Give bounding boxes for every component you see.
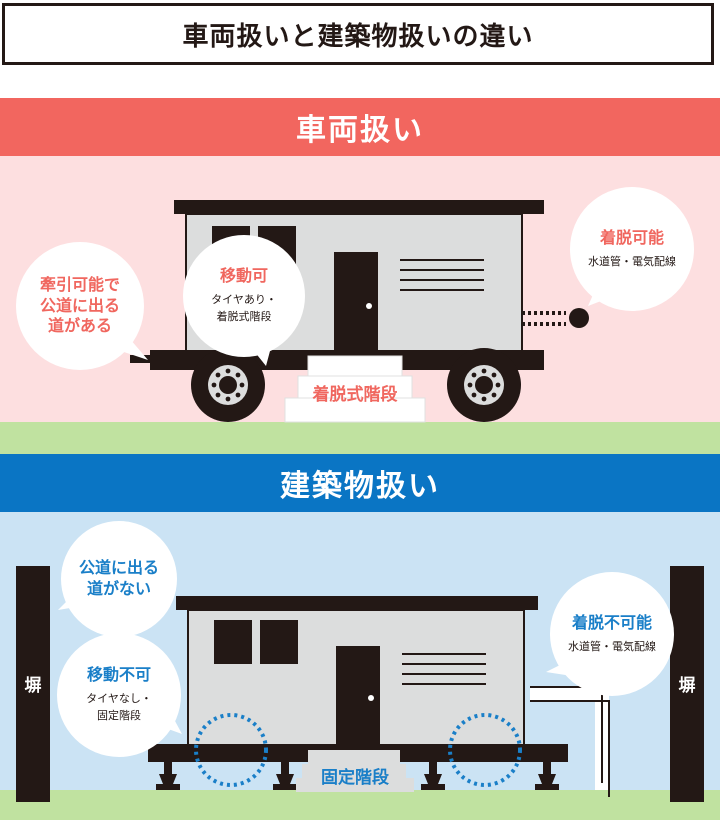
nomove-main: 移動不可 [86, 665, 151, 684]
move-sub-2: 着脱式階段 [216, 310, 272, 324]
building-vent [402, 653, 486, 685]
building-window-left [214, 620, 252, 664]
nomove-sub-1: タイヤなし・ [86, 691, 152, 705]
bubble-detach: 着脱可能 水道管・電気配線 [570, 187, 694, 311]
tow-bar [130, 355, 154, 363]
detach-sub: 水道管・電気配線 [588, 254, 676, 268]
vehicle-wheel-left [191, 348, 265, 422]
tow-line-3: 道がある [47, 316, 112, 336]
vehicle-ground [0, 422, 720, 454]
jack-stands [156, 762, 559, 790]
vehicle-steps [284, 355, 426, 423]
vehicle-roof [174, 200, 544, 214]
wall-right-label: 塀 [678, 676, 696, 696]
page-title: 車両扱いと建築物扱いの違い [2, 3, 714, 65]
vehicle-section-title: 車両扱い [0, 98, 720, 156]
vehicle-steps-label: 着脱式階段 [312, 385, 398, 405]
bubble-nodetach: 着脱不可能 水道管・電気配線 [550, 572, 674, 696]
building-section-title: 建築物扱い [0, 454, 720, 512]
building-steps-label: 固定階段 [321, 768, 389, 788]
vehicle-door-knob [366, 303, 372, 309]
move-sub-1: タイヤあり・ [211, 292, 277, 306]
vehicle-illustration [16, 187, 694, 423]
bubble-road: 公道に出る 道がない [63, 523, 175, 635]
bubble-move: 移動可 タイヤあり・ 着脱式階段 [183, 235, 305, 357]
utility-connector [522, 308, 589, 328]
building-illustration [16, 521, 704, 802]
detach-main: 着脱可能 [599, 227, 664, 247]
road-line-1: 公道に出る [78, 558, 159, 578]
vehicle-wheel-right [447, 348, 521, 422]
bubble-nomove: 移動不可 タイヤなし・ 固定階段 [57, 633, 181, 757]
bubble-shapes [16, 187, 694, 370]
bubble-tow: 牽引可能で 公道に出る 道がある [16, 242, 144, 370]
vehicle-vent [400, 259, 484, 291]
removed-wheel-right [448, 713, 522, 787]
removed-wheel-left [194, 713, 268, 787]
building-window-right [260, 620, 298, 664]
move-main: 移動可 [219, 266, 268, 285]
tow-line-1: 牽引可能で [39, 274, 120, 294]
wall-left [16, 566, 50, 802]
building-door-knob [368, 695, 374, 701]
building-bubble-shapes [57, 521, 674, 757]
building-door [336, 646, 380, 746]
building-roof [176, 596, 538, 610]
nomove-sub-2: 固定階段 [97, 709, 141, 723]
nodetach-main: 着脱不可能 [571, 612, 652, 632]
vehicle-door [334, 252, 378, 352]
wall-left-label: 塀 [24, 676, 42, 696]
road-line-2: 道がない [86, 579, 151, 598]
building-steps [296, 750, 414, 792]
wall-right [670, 566, 704, 802]
nodetach-sub: 水道管・電気配線 [568, 639, 656, 653]
tow-line-2: 公道に出る [39, 295, 120, 315]
building-ground [0, 790, 720, 820]
